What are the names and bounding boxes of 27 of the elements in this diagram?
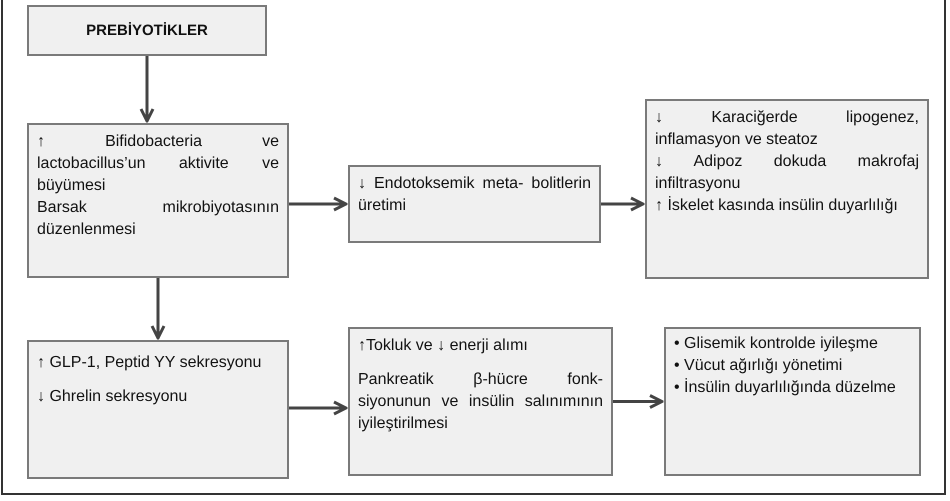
arrow [289,400,348,416]
box-text: ↑Tokluk ve ↓ enerji alımı [358,336,529,356]
process-box [348,165,601,243]
bullet-item: • Glisemik kontrolde iyileşme [674,334,879,354]
process-box [348,327,613,476]
arrow [150,278,166,340]
process-box [27,123,289,278]
bullet-item: • Vücut ağırlığı yönetimi [674,356,844,376]
box-text: ↓ Adipoz dokuda makrofaj infiltrasyonu [655,152,919,194]
arrow [613,394,664,409]
process-box [27,340,289,479]
box-text: ↑ İskelet kasında insülin duyarlılığı [655,195,899,216]
arrow [140,56,154,122]
box-text: ↓ Karaciğerde lipogenez, inflamasyon ve steatoz [655,108,919,150]
process-box [645,99,929,279]
box-text: ↓ Ghrelin sekresyonu [37,387,188,407]
box-title: PREBİYOTİKLER [86,20,208,40]
bullet-item: • İnsülin duyarlılığında düzelme [674,377,897,398]
process-box [664,327,921,476]
box-text: Barsak mikrobiyotasının düzenlenmesi [37,198,279,240]
box-text: ↑ Bifidobacteria ve lactobacillus’un aktivite ve büyümesi [37,132,279,196]
box-text: ↓ Endotoksemik meta- bolitlerin üretimi [358,174,591,216]
box-text: Pankreatik β-hücre fonk- siyonunun ve insülin salınımının iyileştirilmesi [358,370,603,434]
box-text: ↑ GLP-1, Peptid YY sekresyonu [37,353,262,373]
process-box [27,5,267,56]
arrow [601,196,644,212]
arrow [289,196,348,212]
